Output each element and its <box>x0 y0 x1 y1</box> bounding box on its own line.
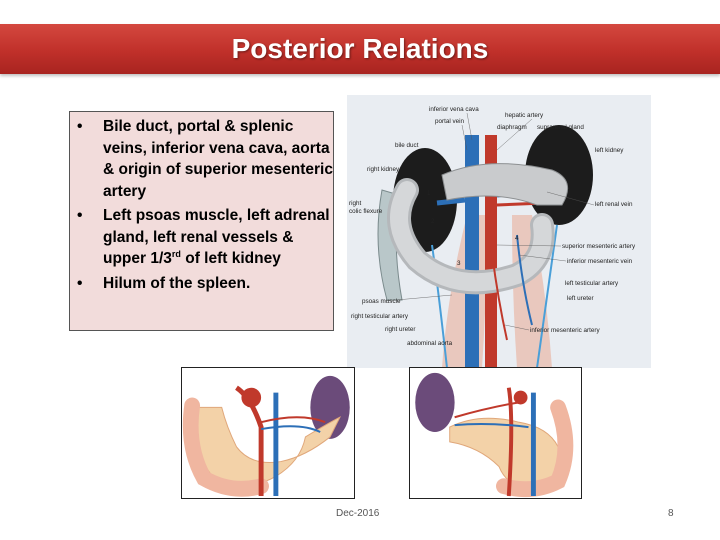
title-bar: Posterior Relations <box>0 24 720 74</box>
label-hepatic-artery: hepatic artery <box>505 112 544 119</box>
label-left-testicular-artery: left testicular artery <box>565 280 619 287</box>
region-number: 4 <box>515 235 519 242</box>
region-number: 2 <box>431 218 435 225</box>
label-psoas-muscle: psoas muscle <box>362 298 401 305</box>
bullet-text: Left psoas muscle, left adrenal gland, l… <box>103 207 330 267</box>
pancreas-illustration-left <box>181 367 355 499</box>
bullet-symbol: • <box>77 274 83 292</box>
label-diaphragm: diaphragm <box>497 124 527 131</box>
bullet-list: • Bile duct, portal & splenic veins, inf… <box>70 116 333 294</box>
bullet-superscript: rd <box>171 248 181 259</box>
label-right-kidney: right kidney <box>367 166 400 173</box>
footer-date: Dec-2016 <box>336 508 380 519</box>
label-right-testicular-artery: right testicular artery <box>351 313 409 320</box>
label-right-colic-flexure-2: colic flexure <box>349 208 383 215</box>
label-portal-vein: portal vein <box>435 118 465 125</box>
bullet-text: Bile duct, portal & splenic veins, infer… <box>103 118 333 200</box>
label-left-renal-vein: left renal vein <box>595 201 633 208</box>
region-number: 1 <box>427 190 431 197</box>
label-right-ureter: right ureter <box>385 326 415 333</box>
bullet-text-tail: of left kidney <box>180 250 281 267</box>
label-left-kidney: left kidney <box>595 147 624 154</box>
bullet-symbol: • <box>77 207 83 224</box>
posterior-relations-diagram: 1 2 3 4 inferior vena cava portal vein h… <box>347 95 651 368</box>
label-left-ureter: left ureter <box>567 295 594 302</box>
pancreas-illustration-right <box>409 367 582 499</box>
label-superior-mesenteric-artery: superior mesenteric artery <box>562 243 636 250</box>
label-abdominal-aorta: abdominal aorta <box>407 340 453 347</box>
pancreas-left-image <box>182 368 354 498</box>
diagram-illustration: 1 2 3 4 inferior vena cava portal vein h… <box>347 95 651 368</box>
bullet-text: Hilum of the spleen. <box>103 274 251 292</box>
label-inferior-vena-cava: inferior vena cava <box>429 106 479 113</box>
label-right-colic-flexure-1: right <box>349 200 361 207</box>
slide-number: 8 <box>668 508 674 519</box>
label-suprarenal-gland: suprarenal gland <box>537 124 584 131</box>
bullet-textbox: • Bile duct, portal & splenic veins, inf… <box>69 111 334 331</box>
slide-title: Posterior Relations <box>231 33 489 64</box>
bullet-item: • Left psoas muscle, left adrenal gland,… <box>70 205 333 270</box>
label-inferior-mesenteric-vein: inferior mesenteric vein <box>567 258 633 265</box>
bullet-symbol: • <box>77 118 83 135</box>
label-inferior-mesenteric-artery: inferior mesenteric artery <box>530 327 600 334</box>
bullet-item: • Bile duct, portal & splenic veins, inf… <box>70 116 333 202</box>
region-number: 3 <box>457 260 461 267</box>
bullet-item: • Hilum of the spleen. <box>70 273 333 295</box>
pancreas-right-image <box>410 368 581 498</box>
label-bile-duct: bile duct <box>395 142 419 149</box>
